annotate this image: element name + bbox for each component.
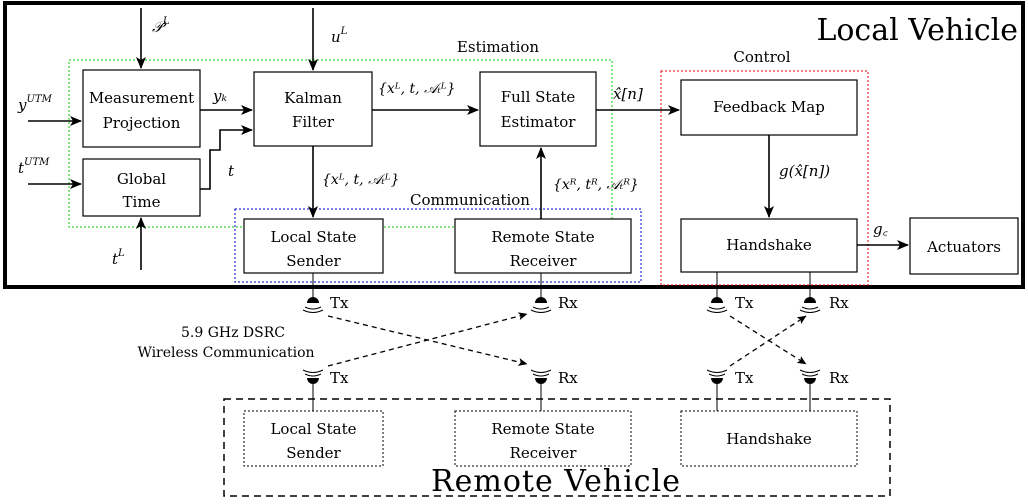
svg-text:Remote State: Remote State	[491, 228, 594, 246]
svg-text:Full State: Full State	[501, 88, 576, 106]
remote-receiver-rx-antenna-icon	[530, 369, 552, 384]
wireless-link-local-handshake-tx	[729, 315, 807, 365]
svg-text:Measurement: Measurement	[89, 89, 194, 107]
local-sender-tx-antenna-icon	[302, 297, 324, 313]
kalman-filter-block: Kalman Filter	[253, 71, 373, 147]
svg-text:Receiver: Receiver	[510, 444, 578, 462]
t-label: t	[228, 162, 235, 180]
svg-text:Receiver: Receiver	[510, 252, 578, 270]
remote-local-state-sender-block: Local State Sender	[243, 410, 384, 467]
local-receiver-rx-antenna-icon	[530, 297, 552, 313]
feedback-map-block: Feedback Map	[680, 79, 858, 136]
svg-text:Handshake: Handshake	[726, 236, 812, 254]
x-hat-label: x̂[n]	[613, 85, 643, 103]
svg-text:Handshake: Handshake	[726, 430, 812, 448]
svg-text:Kalman: Kalman	[284, 89, 342, 107]
t-l-label: tL	[112, 248, 125, 268]
svg-text:Global: Global	[117, 170, 166, 188]
svg-text:Remote State: Remote State	[491, 420, 594, 438]
svg-text:Time: Time	[123, 193, 161, 211]
remote-remote-state-receiver-block: Remote State Receiver	[454, 410, 632, 467]
remote-up-label: {xᴿ, tᴿ, 𝒜ₜᴿ}	[553, 177, 639, 193]
svg-text:Local State: Local State	[270, 420, 356, 438]
global-time-block: Global Time	[82, 158, 201, 217]
svg-text:Local State: Local State	[270, 228, 356, 246]
wireless-label-line2: Wireless Communication	[137, 345, 314, 361]
local-sender-tx-label: Tx	[330, 294, 349, 312]
svg-text:Estimator: Estimator	[501, 113, 577, 131]
communication-region	[234, 208, 642, 283]
local-state-sender-block: Local State Sender	[243, 218, 384, 274]
control-label: Control	[733, 48, 790, 66]
remote-receiver-rx-label: Rx	[558, 369, 578, 387]
remote-handshake-tx-label: Tx	[735, 369, 754, 387]
y-k-label: yₖ	[212, 87, 227, 105]
svg-text:Sender: Sender	[286, 444, 341, 462]
svg-text:Projection: Projection	[103, 114, 181, 132]
remote-handshake-rx-label: Rx	[829, 369, 849, 387]
local-handshake-rx-label: Rx	[829, 294, 849, 312]
communication-label: Communication	[410, 191, 530, 209]
svg-text:Sender: Sender	[286, 252, 341, 270]
remote-state-receiver-block: Remote State Receiver	[454, 218, 632, 274]
measurement-projection-block: Measurement Projection	[82, 69, 201, 148]
y-utm-label: yUTM	[17, 94, 53, 114]
control-region	[660, 70, 869, 286]
local-handshake-tx-antenna-icon	[706, 297, 728, 313]
svg-text:Filter: Filter	[292, 113, 335, 131]
wireless-link-remote-tx-to-local-rx	[327, 312, 528, 367]
remote-vehicle-title: Remote Vehicle	[431, 464, 681, 499]
t-arrow	[200, 125, 253, 190]
kalman-down-label: {xᴸ, t, 𝒜ₜᴸ}	[322, 172, 400, 188]
remote-sender-tx-antenna-icon	[302, 369, 324, 384]
kalman-out-label: {xᴸ, t, 𝒜ₜᴸ}	[378, 81, 456, 97]
local-handshake-rx-antenna-icon	[799, 297, 821, 313]
t-utm-label: tUTM	[18, 157, 50, 177]
estimation-label: Estimation	[457, 38, 539, 56]
actuators-block: Actuators	[909, 217, 1019, 275]
remote-sender-tx-label: Tx	[330, 369, 349, 387]
local-vehicle-frame	[3, 1, 1025, 289]
remote-handshake-rx-antenna-icon	[799, 369, 821, 384]
local-handshake-block: Handshake	[680, 218, 858, 273]
svg-text:Actuators: Actuators	[926, 238, 1001, 256]
p-l-label: 𝒫L	[152, 16, 170, 36]
remote-vehicle-frame	[223, 398, 891, 497]
wireless-link-remote-handshake-tx	[729, 315, 807, 367]
g-xhat-label: g(x̂[n])	[779, 162, 830, 180]
local-vehicle-title: Local Vehicle	[816, 13, 1018, 48]
remote-handshake-block: Handshake	[680, 410, 858, 467]
u-l-label: uL	[331, 26, 348, 46]
full-state-estimator-block: Full State Estimator	[479, 71, 597, 147]
wireless-label-line1: 5.9 GHz DSRC	[181, 325, 285, 341]
remote-handshake-tx-antenna-icon	[706, 369, 728, 384]
g-c-label: g꜀	[873, 220, 889, 238]
local-receiver-rx-label: Rx	[558, 294, 578, 312]
svg-text:Feedback Map: Feedback Map	[713, 98, 825, 116]
local-handshake-tx-label: Tx	[735, 294, 754, 312]
